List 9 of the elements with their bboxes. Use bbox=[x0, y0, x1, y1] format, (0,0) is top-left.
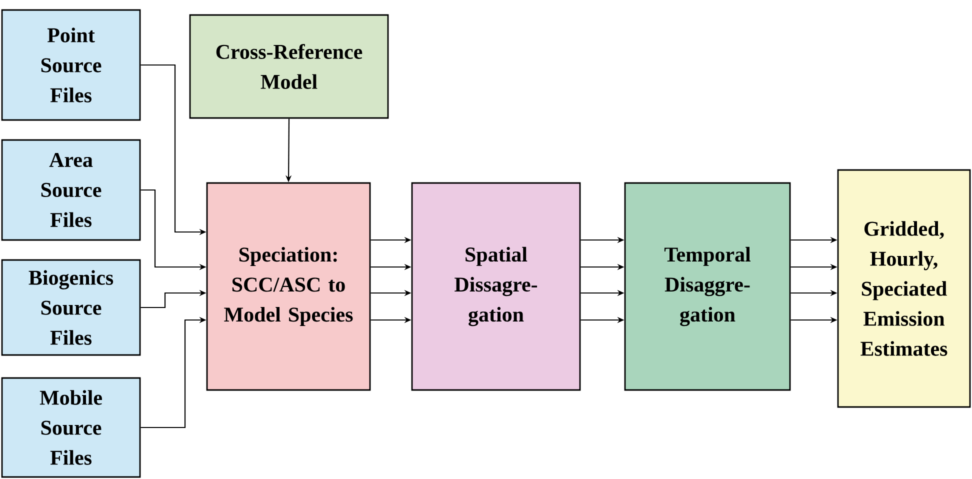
source-box: Point Source Files bbox=[1, 9, 141, 121]
process-box: Spatial Dissagre- gation bbox=[411, 182, 581, 391]
source-box: Biogenics Source Files bbox=[1, 259, 141, 356]
process-box: Temporal Disaggre- gation bbox=[624, 182, 791, 391]
process-box: Speciation: SCC/ASC to Model Species bbox=[206, 182, 371, 391]
model-box: Cross-Reference Model bbox=[189, 14, 389, 119]
source-box: Mobile Source Files bbox=[1, 377, 141, 478]
output-box: Gridded, Hourly, Speciated Emission Estimates bbox=[837, 169, 971, 408]
source-box: Area Source Files bbox=[1, 139, 141, 241]
